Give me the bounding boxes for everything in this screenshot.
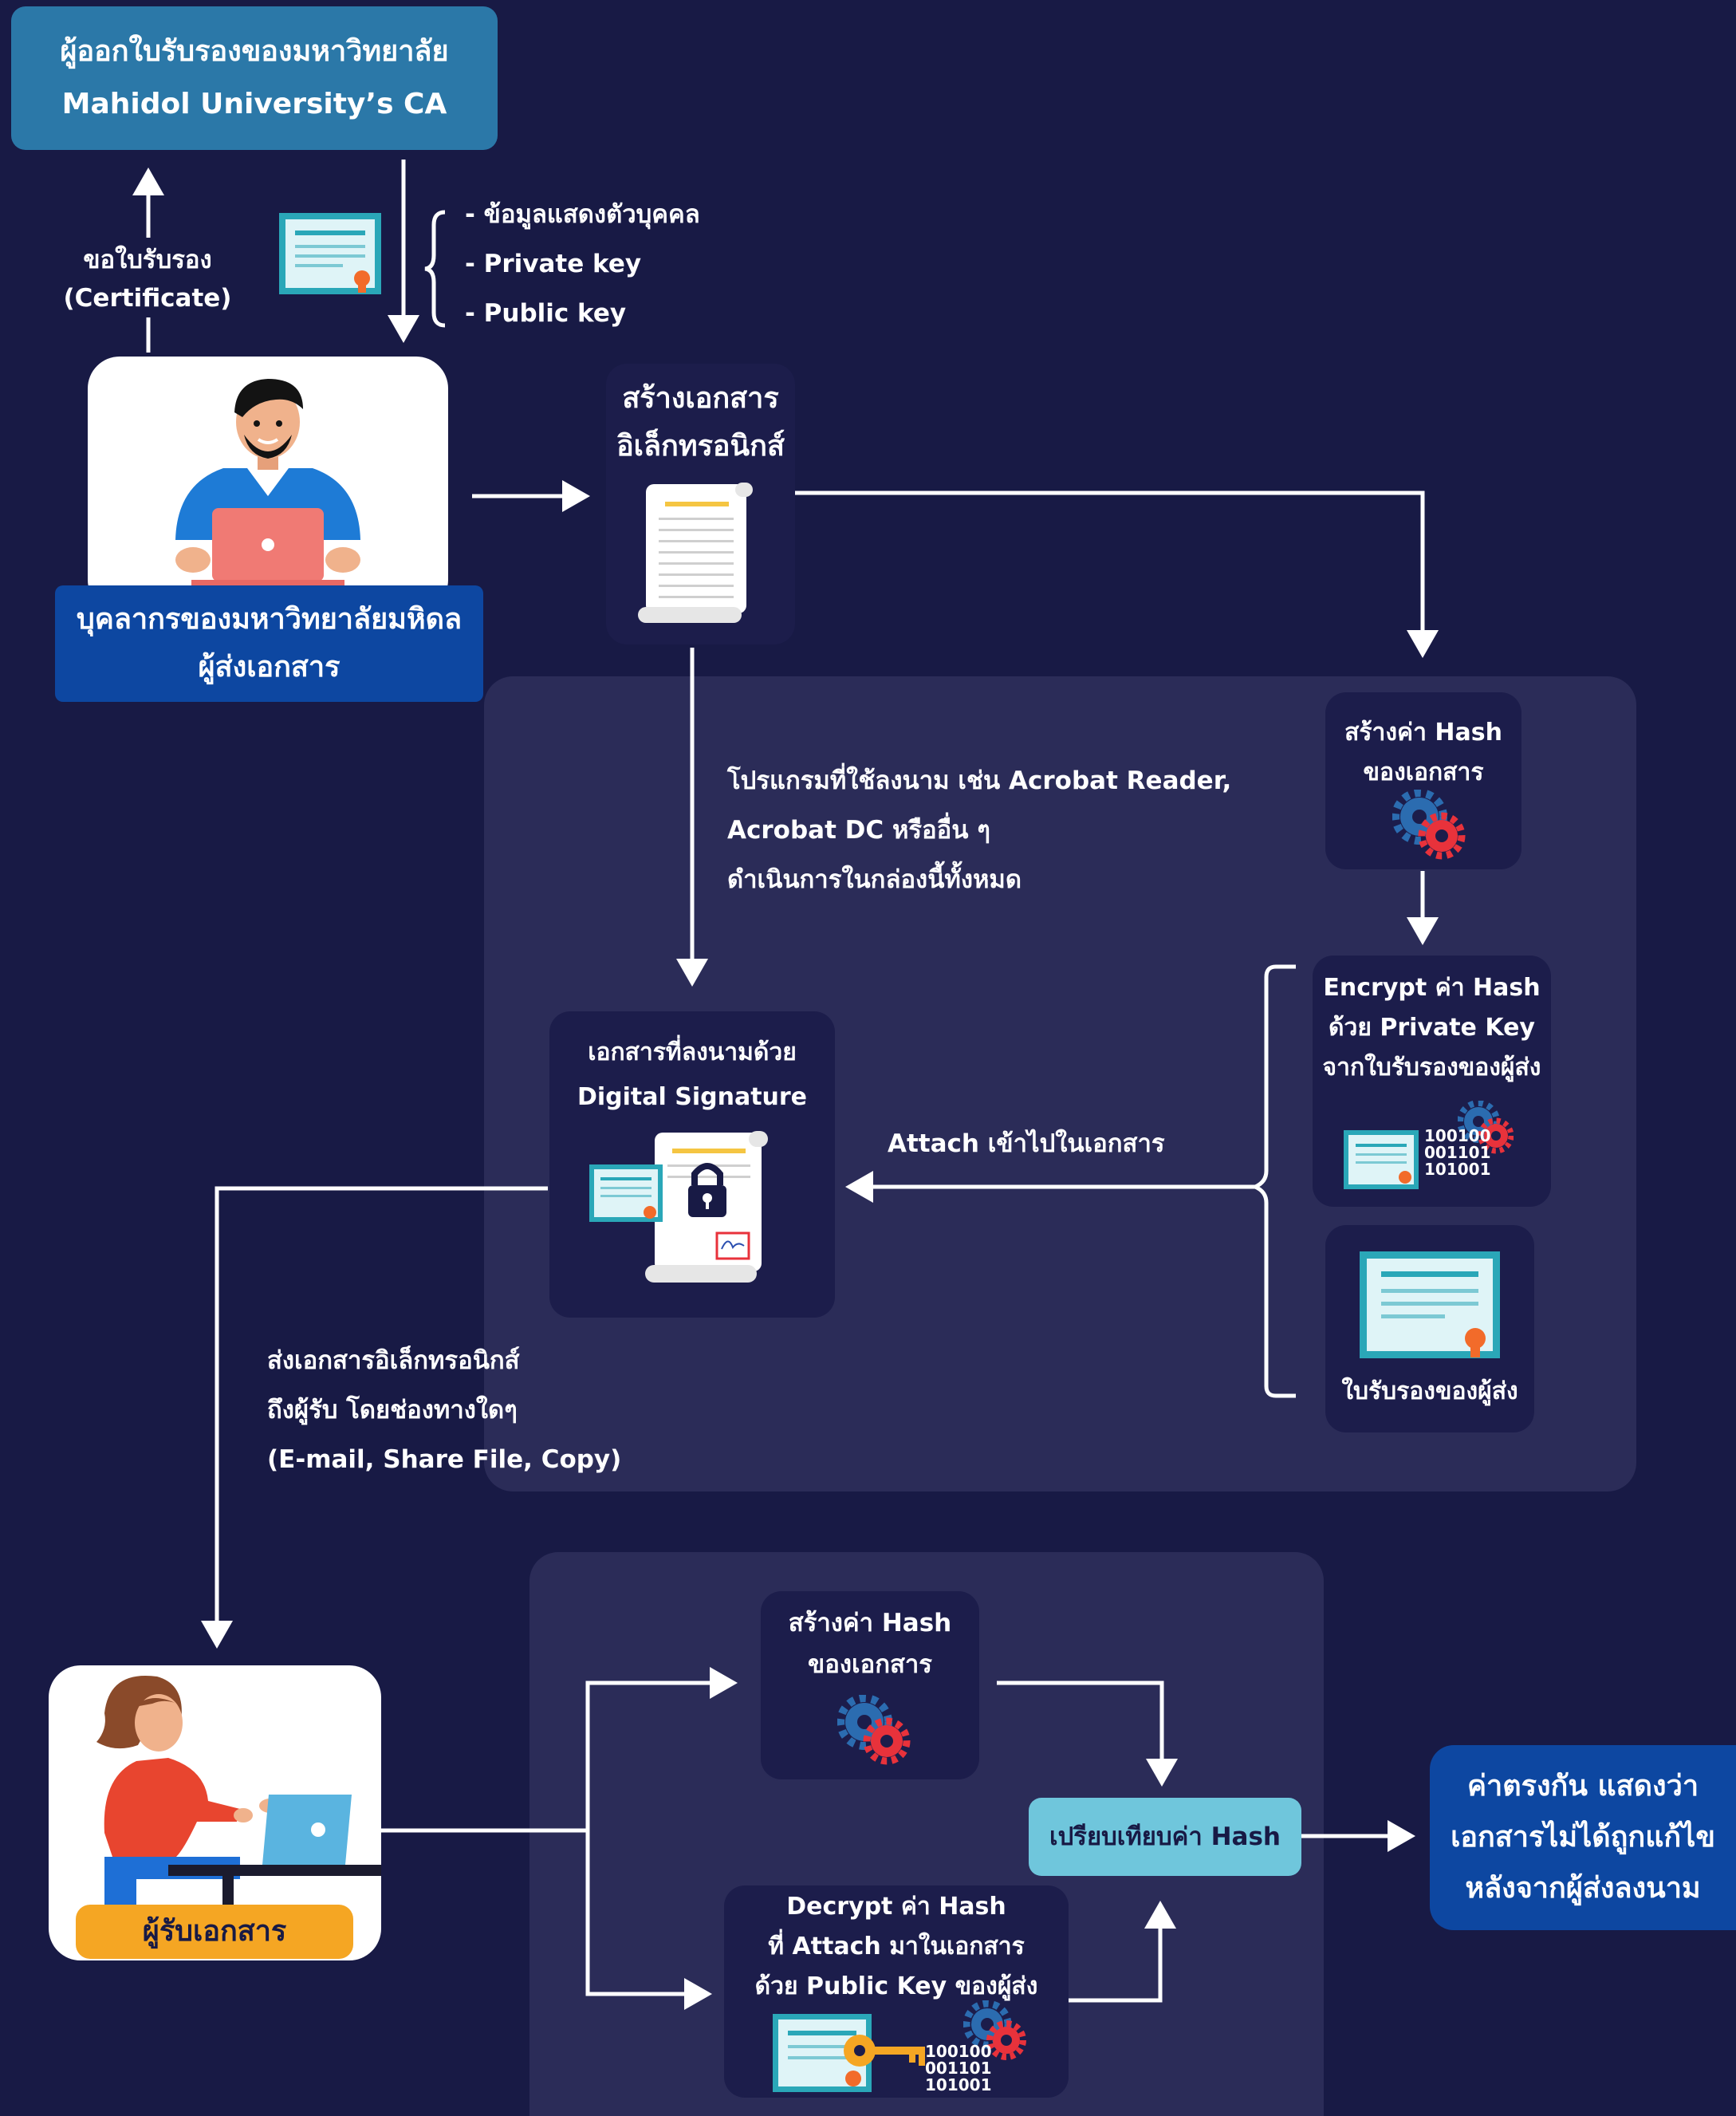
curly-brace: [424, 210, 446, 328]
gears-icon: [1458, 1101, 1514, 1154]
receiver-card: ผู้รับเอกสาร: [49, 1665, 381, 1960]
result-line1: ค่าตรงกัน แสดงว่า: [1466, 1770, 1699, 1803]
binary-line: 100100: [925, 2042, 992, 2061]
key-icon: [844, 2035, 925, 2067]
create-document-box: สร้างเอกสาร อิเล็กทรอนิกส์: [606, 364, 795, 644]
receiver-label: ผู้รับเอกสาร: [76, 1905, 353, 1959]
sender-hash-line1: สร้างค่า Hash: [1344, 719, 1502, 747]
sender-label: บุคลากรของมหาวิทยาลัยมหิดล ผู้ส่งเอกสาร: [55, 585, 483, 702]
issued-item: - Public key: [465, 299, 627, 328]
binary-code: 100100 001101 101001: [925, 2043, 992, 2094]
gears-icon: [1392, 790, 1466, 860]
signed-doc-line2: Digital Signature: [577, 1083, 808, 1111]
bracket-line: [1250, 964, 1296, 1398]
binary-line: 100100: [1424, 1126, 1491, 1145]
decrypt-line3: ด้วย Public Key ของผู้ส่ง: [754, 1972, 1038, 2000]
signing-program-line3: ดำเนินการในกล่องนี้ทั้งหมด: [727, 865, 1022, 894]
binary-code: 100100 001101 101001: [1424, 1128, 1491, 1178]
receiver-to-hash-arrow: [585, 1667, 738, 1994]
result-line3: หลังจากผู้ส่งลงนาม: [1465, 1872, 1701, 1905]
decrypt-line1: Decrypt ค่า Hash: [786, 1893, 1006, 1921]
gears-icon: [837, 1695, 911, 1765]
decrypt-line2: ที่ Attach มาในเอกสาร: [768, 1933, 1025, 1960]
sender-hash-box: สร้างค่า Hash ของเอกสาร: [1325, 692, 1521, 869]
signed-doc-line1: เอกสารที่ลงนามด้วย: [588, 1038, 797, 1066]
binary-line: 101001: [1424, 1160, 1491, 1179]
decrypt-box: Decrypt ค่า Hash ที่ Attach มาในเอกสาร ด…: [724, 1885, 1069, 2098]
send-arrow: [201, 1186, 548, 1649]
signing-program-line1: โปรแกรมที่ใช้ลงนาม เช่น Acrobat Reader,: [727, 766, 1232, 795]
sender-line1: บุคลากรของมหาวิทยาลัยมหิดล: [76, 603, 463, 636]
signed-document-box: เอกสารที่ลงนามด้วย Digital Signature: [549, 1011, 835, 1318]
signing-program-line2: Acrobat DC หรืออื่น ๆ: [727, 816, 990, 845]
sender-hash-line2: ของเอกสาร: [1363, 759, 1484, 786]
send-doc-line2: ถึงผู้รับ โดยช่องทางใดๆ: [267, 1396, 518, 1424]
result-line2: เอกสารไม่ได้ถูกแก้ไข: [1451, 1821, 1715, 1854]
encrypt-line1: Encrypt ค่า Hash: [1323, 974, 1541, 1002]
signing-program-note: โปรแกรมที่ใช้ลงนาม เช่น Acrobat Reader, …: [727, 756, 1301, 904]
receiver-hash-line2: ของเอกสาร: [808, 1650, 932, 1679]
request-certificate-label: ขอใบรับรอง (Certificate): [48, 238, 247, 317]
receiver-hash-line1: สร้างค่า Hash: [788, 1609, 952, 1637]
doc-to-hash-arrow: [795, 491, 1439, 658]
decrypt-to-compare-arrow: [1069, 1901, 1176, 2003]
send-doc-line3: (E-mail, Share File, Copy): [267, 1445, 622, 1474]
encrypt-line2: ด้วย Private Key: [1329, 1014, 1535, 1042]
encrypt-line3: จากใบรับรองของผู้ส่ง: [1322, 1054, 1541, 1082]
binary-line: 001101: [925, 2059, 992, 2078]
create-doc-line2: อิเล็กทรอนิกส์: [616, 430, 785, 463]
signed-document-icon: [589, 1131, 768, 1283]
ca-title-en: Mahidol University’s CA: [61, 88, 447, 120]
send-doc-line1: ส่งเอกสารอิเล็กทรอนิกส์: [267, 1346, 520, 1375]
issued-item: - ข้อมูลแสดงตัวบุคคล: [465, 200, 700, 229]
certificate-icon: [279, 213, 381, 294]
certificate-icon: [1360, 1251, 1500, 1358]
issued-item: - Private key: [465, 250, 642, 278]
send-document-note: ส่งเอกสารอิเล็กทรอนิกส์ ถึงผู้รับ โดยช่อ…: [267, 1336, 682, 1484]
gears-icon: [963, 2000, 1026, 2060]
receiver-to-decrypt-arrow: [585, 1830, 712, 2010]
sender-certificate-box: ใบรับรองของผู้ส่ง: [1325, 1225, 1534, 1432]
sender-cert-label: ใบรับรองของผู้ส่ง: [1341, 1377, 1518, 1405]
attach-label: Attach เข้าไปในเอกสาร: [888, 1129, 1165, 1158]
ca-title-th: ผู้ออกใบรับรองของมหาวิทยาลัย: [60, 35, 449, 68]
hash-to-compare-arrow: [997, 1681, 1178, 1787]
ca-box: ผู้ออกใบรับรองของมหาวิทยาลัย Mahidol Uni…: [11, 6, 498, 150]
binary-line: 101001: [925, 2075, 992, 2094]
issued-items-list: - ข้อมูลแสดงตัวบุคคล - Private key - Pub…: [465, 190, 800, 338]
sender-person-icon: [175, 379, 360, 586]
sender-card: [88, 357, 448, 612]
sender-line2: ผู้ส่งเอกสาร: [198, 651, 341, 684]
encrypt-box: Encrypt ค่า Hash ด้วย Private Key จากใบร…: [1313, 956, 1551, 1207]
certificate-icon: [1344, 1130, 1419, 1189]
receiver-person-icon: [96, 1675, 381, 1908]
request-line1: ขอใบรับรอง: [83, 246, 212, 274]
create-doc-line1: สร้างเอกสาร: [622, 382, 779, 415]
receiver-hash-box: สร้างค่า Hash ของเอกสาร: [761, 1591, 979, 1779]
result-box: ค่าตรงกัน แสดงว่า เอกสารไม่ได้ถูกแก้ไข ห…: [1430, 1745, 1736, 1930]
document-icon: [638, 483, 753, 623]
request-line2: (Certificate): [63, 284, 232, 313]
binary-line: 001101: [1424, 1143, 1491, 1162]
compare-hash-box: เปรียบเทียบค่า Hash: [1029, 1798, 1301, 1876]
